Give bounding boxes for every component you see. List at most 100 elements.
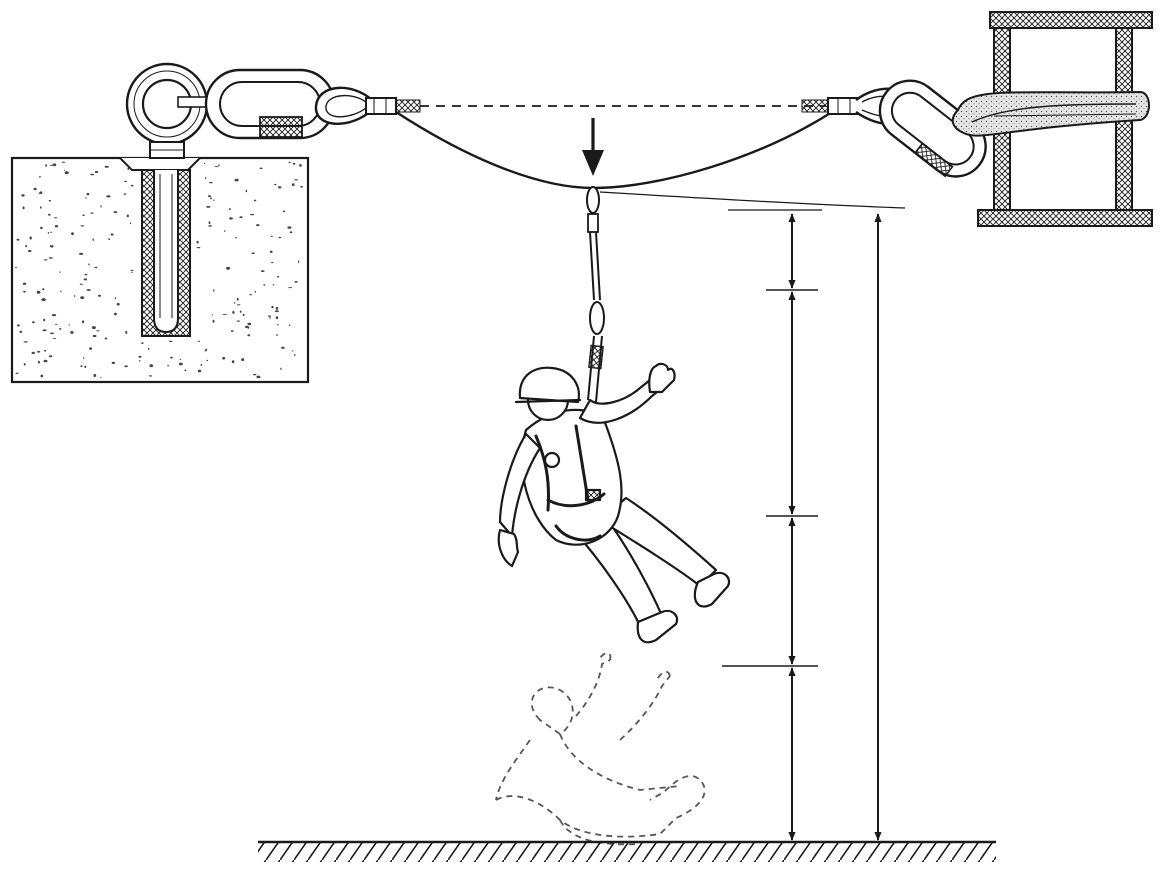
concrete-speck [50,231,52,234]
concrete-speck [209,181,213,184]
concrete-speck [141,342,144,344]
concrete-speck [31,351,35,355]
worker-with-harness [497,362,731,644]
concrete-speck [269,250,273,253]
concrete-speck [170,356,173,359]
concrete-speck [178,362,183,366]
concrete-speck [79,283,83,285]
left-cable-thimble [314,86,421,125]
concrete-speck [37,360,40,364]
concrete-speck [168,340,173,342]
concrete-speck [43,318,46,322]
concrete-speck [88,263,90,266]
concrete-speck [294,179,298,181]
concrete-speck [231,360,235,364]
concrete-speck [287,226,292,229]
concrete-speck [86,289,91,291]
concrete-speck [41,298,46,302]
concrete-speck [247,334,251,337]
concrete-speck [14,266,18,268]
concrete-speck [288,287,293,289]
concrete-speck [277,275,280,278]
concrete-speck [29,236,32,240]
concrete-speck [108,238,111,241]
concrete-speck [126,214,129,218]
concrete-speck [197,369,202,373]
concrete-speck [275,306,279,310]
concrete-speck [23,341,28,343]
concrete-speck [83,278,88,281]
concrete-speck [59,271,61,273]
concrete-speck [111,361,116,364]
concrete-speck [15,372,19,374]
right-carabiner [878,79,987,178]
concrete-speck [197,340,201,342]
horizontal-lifeline-cable [395,110,833,190]
concrete-speck [21,194,25,197]
concrete-speck [149,364,154,368]
concrete-speck [55,323,58,325]
concrete-speck [291,350,294,352]
concrete-speck [48,257,53,259]
concrete-speck [213,199,215,201]
concrete-speck [138,360,141,362]
concrete-speck [54,225,59,228]
concrete-speck [293,354,296,356]
concrete-speck [90,173,95,176]
concrete-speck [52,163,57,167]
load-arrow [582,118,604,176]
concrete-speck [42,288,45,291]
concrete-speck [61,161,65,163]
concrete-speck [23,290,26,293]
concrete-speck [49,245,54,248]
concrete-specks [14,161,303,379]
concrete-speck [33,187,37,191]
concrete-speck [256,224,260,227]
concrete-speck [247,326,250,329]
concrete-speck [184,369,187,372]
concrete-speck [47,232,50,234]
concrete-speck [93,374,97,377]
concrete-speck [249,294,253,296]
concrete-speck [230,330,234,332]
concrete-speck [32,321,35,324]
concrete-speck [275,316,279,320]
concrete-speck [48,199,52,202]
concrete-speck [233,302,236,304]
concrete-speck [208,195,211,198]
webbing-sling [951,90,1150,137]
concrete-speck [148,375,153,377]
concrete-speck [226,266,231,270]
concrete-speck [250,213,255,216]
concrete-speck [277,324,279,326]
concrete-speck [52,337,57,339]
concrete-speck [50,332,54,335]
concrete-speck [130,184,134,187]
concrete-speck [22,206,25,210]
ground-surface [258,840,996,862]
concrete-speck [254,290,256,293]
concrete-speck [196,247,201,249]
lanyard [586,186,605,403]
concrete-speck [106,195,111,198]
concrete-speck [206,359,208,362]
concrete-speck [236,297,239,301]
concrete-speck [252,373,257,376]
concrete-speck [232,311,235,314]
concrete-speck [208,221,211,225]
concrete-speck [90,212,94,214]
concrete-speck [25,244,27,248]
concrete-speck [274,310,279,313]
concrete-speck [44,349,47,352]
concrete-speck [147,348,150,350]
concrete-speck [110,233,114,236]
concrete-speck [63,169,66,171]
concrete-speck [276,334,278,336]
concrete-speck [39,176,41,178]
concrete-speck [224,230,226,233]
concrete-speck [234,237,237,239]
concrete-speck [253,199,257,202]
concrete-speck [203,163,206,165]
concrete-speck [100,205,102,208]
concrete-speck [211,314,213,316]
